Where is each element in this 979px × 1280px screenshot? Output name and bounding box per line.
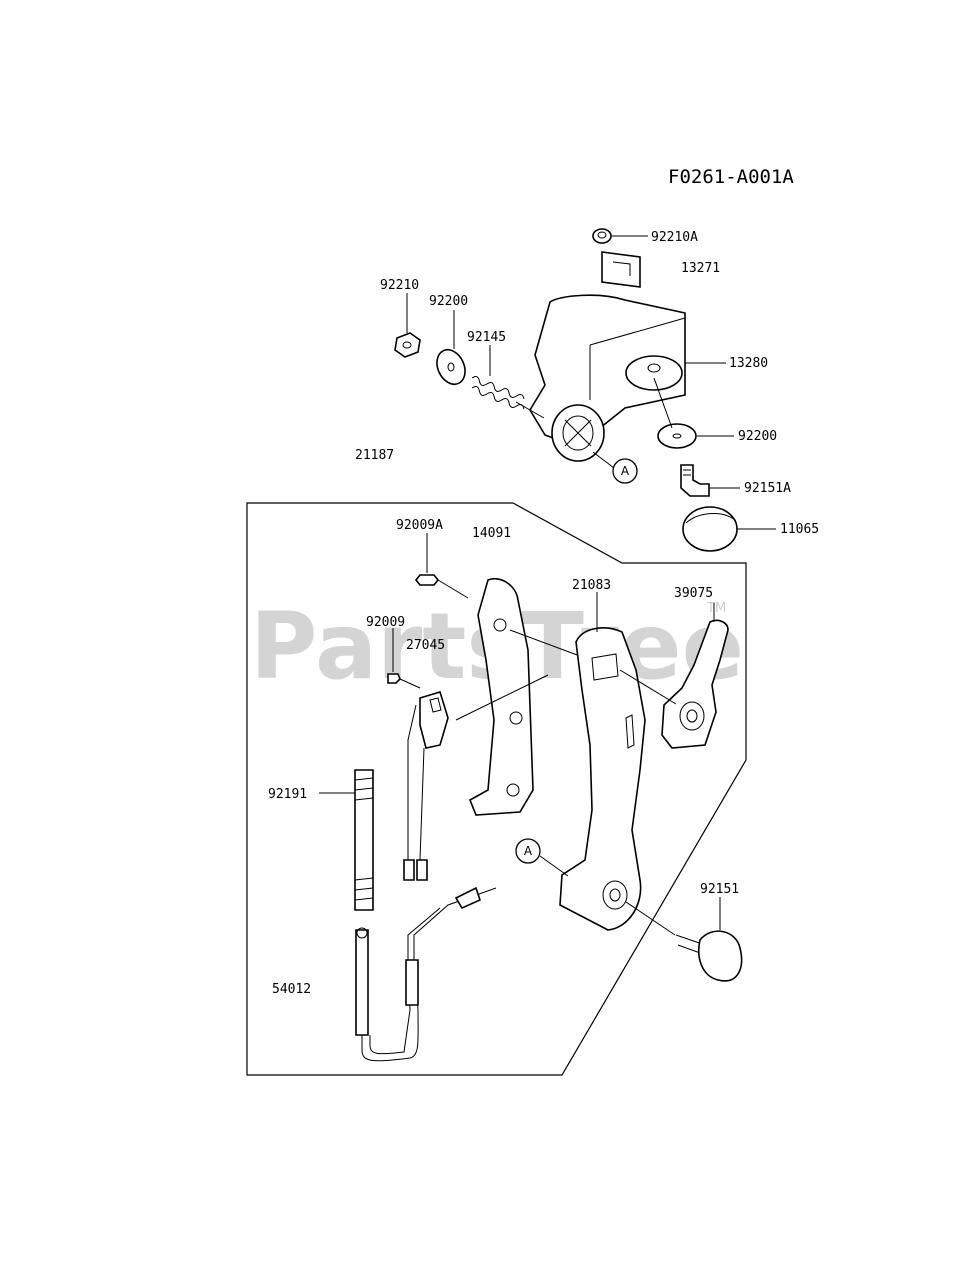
- label-14091[interactable]: 14091: [472, 526, 511, 541]
- label-92210[interactable]: 92210: [380, 278, 419, 293]
- part-92151-knob[interactable]: [675, 930, 743, 982]
- part-92145-spring[interactable]: [471, 375, 525, 412]
- part-92009-screw[interactable]: [387, 673, 421, 689]
- watermark-trademark: TM: [706, 601, 726, 616]
- label-92009A[interactable]: 92009A: [396, 518, 443, 533]
- part-92210A-nut[interactable]: [592, 228, 612, 244]
- part-21083-lever[interactable]: [559, 627, 646, 931]
- diagram-code: F0261-A001A: [668, 166, 794, 188]
- part-92009A-screw[interactable]: [414, 574, 469, 599]
- part-54012-cable[interactable]: [355, 886, 497, 1062]
- part-14091-bracket[interactable]: [468, 578, 534, 816]
- svg-text:A: A: [524, 844, 533, 858]
- label-39075[interactable]: 39075: [674, 586, 713, 601]
- part-11065-cap[interactable]: [682, 506, 738, 552]
- part-92191-stud[interactable]: [354, 769, 374, 911]
- label-54012[interactable]: 54012: [272, 982, 311, 997]
- label-13280[interactable]: 13280: [729, 356, 768, 371]
- assembly-outline: [246, 502, 747, 1076]
- label-21083[interactable]: 21083: [572, 578, 611, 593]
- callout-a-upper: A: [612, 458, 638, 484]
- label-92145[interactable]: 92145: [467, 330, 506, 345]
- label-27045[interactable]: 27045: [406, 638, 445, 653]
- part-92210-nut[interactable]: [394, 332, 421, 358]
- label-92200-right[interactable]: 92200: [738, 429, 777, 444]
- label-92151[interactable]: 92151: [700, 882, 739, 897]
- svg-text:A: A: [621, 464, 630, 478]
- part-21187-hub[interactable]: [551, 404, 605, 462]
- part-39075-trigger[interactable]: [661, 619, 729, 749]
- part-92200-washer-left[interactable]: [432, 345, 471, 389]
- label-92191[interactable]: 92191: [268, 787, 307, 802]
- label-92151A[interactable]: 92151A: [744, 481, 791, 496]
- label-92009[interactable]: 92009: [366, 615, 405, 630]
- part-92200-washer-right[interactable]: [657, 423, 697, 449]
- label-13271[interactable]: 13271: [681, 261, 720, 276]
- label-92200-left[interactable]: 92200: [429, 294, 468, 309]
- part-13271-clip[interactable]: [601, 251, 641, 288]
- callout-a-lower: A: [515, 838, 541, 864]
- part-27045-switch[interactable]: [403, 691, 449, 881]
- label-11065[interactable]: 11065: [780, 522, 819, 537]
- part-92151A-bolt[interactable]: [680, 464, 710, 497]
- label-21187[interactable]: 21187: [355, 448, 394, 463]
- label-92210A[interactable]: 92210A: [651, 230, 698, 245]
